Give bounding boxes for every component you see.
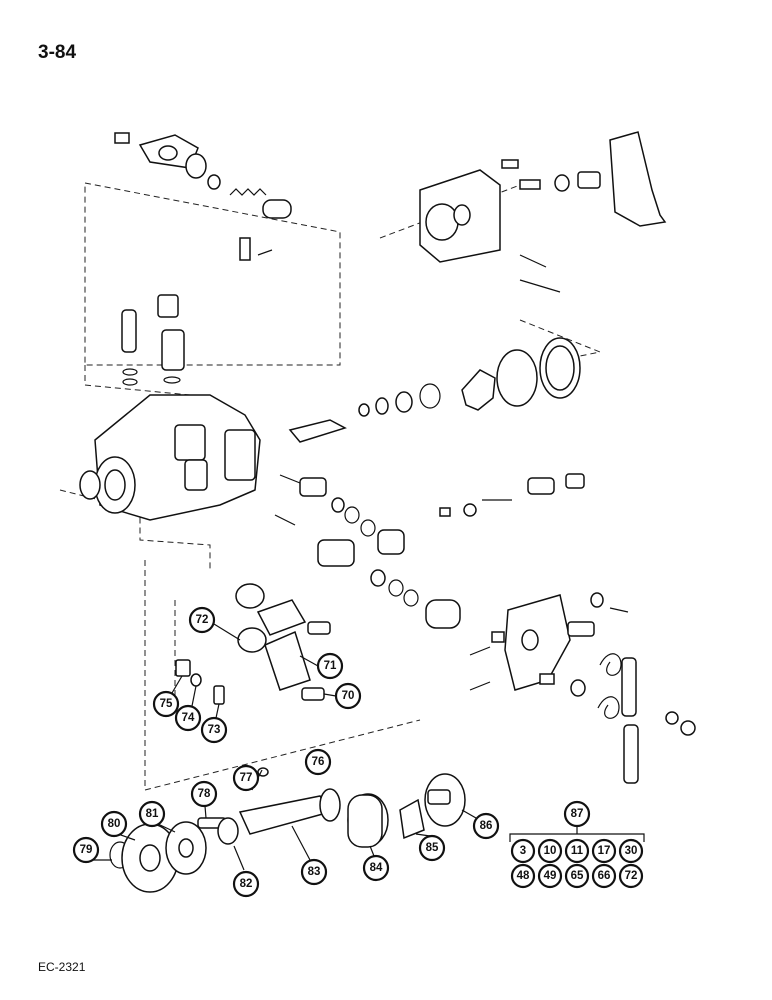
svg-text:84: 84 — [370, 862, 383, 874]
svg-text:83: 83 — [308, 866, 321, 878]
svg-text:30: 30 — [625, 845, 638, 857]
group-item — [591, 863, 617, 889]
svg-text:17: 17 — [598, 845, 611, 857]
drive-shaft-parts — [109, 763, 466, 893]
callout-82: 82 — [232, 845, 260, 898]
svg-text:82: 82 — [240, 878, 253, 890]
svg-text:77: 77 — [240, 772, 253, 784]
group-item — [537, 863, 563, 889]
group-item — [618, 863, 644, 889]
callout-76: 76 — [304, 748, 332, 776]
svg-text:79: 79 — [80, 844, 93, 856]
group-item — [510, 863, 536, 889]
svg-text:71: 71 — [324, 660, 337, 672]
callout-72: 72 — [188, 606, 241, 641]
svg-text:70: 70 — [342, 690, 355, 702]
group-item — [564, 838, 590, 864]
group-item — [564, 863, 590, 889]
svg-text:87: 87 — [571, 808, 584, 820]
governor-parts — [288, 337, 581, 443]
svg-text:11: 11 — [571, 845, 584, 857]
svg-text:48: 48 — [517, 870, 530, 882]
governor-bracket-parts — [469, 592, 696, 784]
top-right-parts — [419, 131, 667, 293]
svg-text:74: 74 — [182, 712, 195, 724]
callout-77: 77 — [232, 764, 263, 792]
top-left-parts — [114, 132, 292, 261]
callout-87-group: 87 3 10 11 17 30 48 49 65 66 72 — [509, 800, 645, 889]
callout-85: 85 — [415, 833, 446, 862]
svg-text:72: 72 — [196, 614, 209, 626]
pump-housing — [79, 294, 261, 521]
callout-83: 83 — [291, 825, 328, 886]
callout-73: 73 — [200, 703, 228, 744]
group-item — [510, 838, 536, 864]
svg-text:75: 75 — [160, 698, 173, 710]
callout-84: 84 — [362, 845, 390, 882]
svg-text:10: 10 — [544, 845, 557, 857]
svg-text:81: 81 — [146, 808, 159, 820]
document-code: EC-2321 — [38, 960, 86, 974]
group-item — [537, 838, 563, 864]
svg-text:65: 65 — [571, 870, 584, 882]
callout-79: 79 — [72, 836, 112, 864]
svg-text:78: 78 — [198, 788, 211, 800]
svg-text:72: 72 — [625, 870, 638, 882]
plunger-parts — [274, 473, 585, 629]
svg-text:73: 73 — [208, 724, 221, 736]
callout-70: 70 — [323, 682, 362, 710]
svg-text:66: 66 — [598, 870, 611, 882]
svg-text:80: 80 — [108, 818, 121, 830]
callout-74: 74 — [174, 685, 202, 732]
svg-text:85: 85 — [426, 842, 439, 854]
callout-71: 71 — [299, 652, 344, 680]
callout-80: 80 — [100, 810, 136, 841]
group-item — [618, 838, 644, 864]
cover-parts — [175, 583, 331, 705]
group-item — [591, 838, 617, 864]
callout-75: 75 — [152, 675, 183, 718]
callout-78: 78 — [190, 780, 218, 819]
page-number: 3-84 — [38, 42, 77, 63]
svg-text:3: 3 — [520, 845, 526, 857]
callout-86: 86 — [461, 809, 500, 840]
svg-text:76: 76 — [312, 756, 325, 768]
svg-text:86: 86 — [480, 820, 493, 832]
svg-text:49: 49 — [544, 870, 557, 882]
callout-81: 81 — [138, 800, 176, 833]
